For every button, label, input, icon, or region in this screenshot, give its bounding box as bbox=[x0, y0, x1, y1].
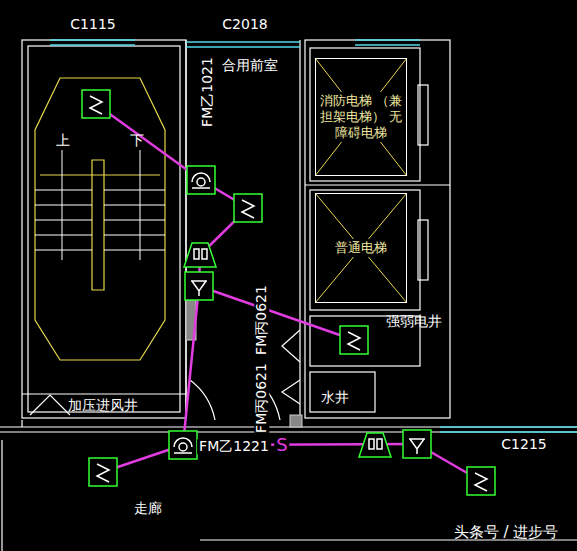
room-name: 走廊 bbox=[134, 501, 162, 516]
room-name: 水井 bbox=[321, 390, 349, 405]
window-code: C2018 bbox=[222, 17, 267, 32]
watermark: 头条号 / 进步号 bbox=[454, 524, 559, 541]
stair-direction: 上 bbox=[56, 133, 70, 148]
stair-direction: 下 bbox=[130, 133, 144, 148]
door-code: FM乙1221 bbox=[197, 439, 271, 454]
room-name: 强弱电井 bbox=[386, 314, 442, 329]
elevator-shaft: 普通电梯 bbox=[315, 193, 407, 303]
door-code: FM丙0621 bbox=[254, 363, 269, 433]
window-code: C1215 bbox=[501, 437, 546, 452]
elevator-shaft: 消防电梯 （兼担架电梯） 无障碍电梯 bbox=[315, 58, 407, 176]
door-code: FM丙0621 bbox=[254, 285, 269, 355]
wire-label: S bbox=[274, 435, 289, 455]
room-name: 加压进风井 bbox=[68, 398, 138, 413]
window-code: C1115 bbox=[70, 17, 115, 32]
room-name: 普通电梯 bbox=[334, 239, 388, 257]
room-name: 消防电梯 （兼担架电梯） 无障碍电梯 bbox=[317, 92, 405, 143]
door-code: FM乙1021 bbox=[200, 57, 215, 127]
room-name: 合用前室 bbox=[222, 58, 278, 73]
